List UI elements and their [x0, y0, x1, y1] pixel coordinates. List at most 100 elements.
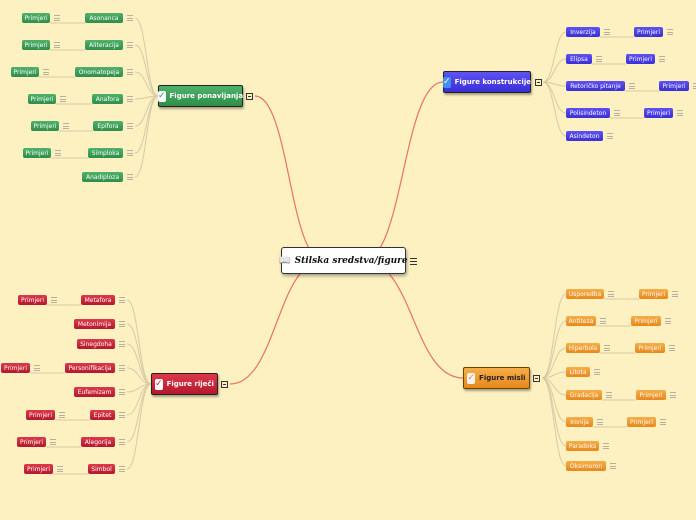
note-icon[interactable] [604, 29, 610, 35]
note-icon[interactable] [659, 56, 665, 62]
note-icon[interactable] [614, 110, 620, 116]
topic-usporedba[interactable]: Usporedba [566, 289, 604, 299]
topic-simploka[interactable]: Simploka [88, 148, 123, 158]
primjeri-node[interactable]: Primjeri [626, 54, 655, 64]
primjeri-node[interactable]: Primjeri [26, 410, 55, 420]
primjeri-node[interactable]: Primjeri [644, 108, 673, 118]
topic-simbol[interactable]: Simbol [88, 464, 115, 474]
topic-metonimija[interactable]: Metonimija [74, 319, 115, 329]
note-icon[interactable] [119, 466, 125, 472]
note-icon[interactable] [603, 443, 609, 449]
note-icon[interactable] [594, 369, 600, 375]
note-icon[interactable] [693, 83, 696, 89]
primjeri-node[interactable]: Primjeri [627, 417, 656, 427]
primjeri-node[interactable]: Primjeri [22, 13, 50, 23]
topic-oksimoron[interactable]: Oksimoron [566, 461, 606, 471]
primjeri-node[interactable]: Primjeri [22, 40, 50, 50]
note-icon[interactable] [665, 318, 671, 324]
note-icon[interactable] [597, 419, 603, 425]
topic-elipsa[interactable]: Elipsa [566, 54, 592, 64]
branch-figure-misli[interactable]: ✓ Figure misli [463, 367, 530, 389]
topic-epifora[interactable]: Epifora [93, 121, 123, 131]
topic-inverzija[interactable]: Inverzija [566, 27, 600, 37]
primjeri-node[interactable]: Primjeri [659, 81, 689, 91]
note-icon[interactable] [604, 345, 610, 351]
branch-figure-rijeci[interactable]: ✓ Figure riječi [151, 373, 218, 395]
primjeri-node[interactable]: Primjeri [23, 148, 51, 158]
topic-ironija[interactable]: Ironija [566, 417, 593, 427]
note-icon[interactable] [660, 419, 666, 425]
note-icon[interactable] [667, 29, 673, 35]
topic-eufemizam[interactable]: Eufemizam [74, 387, 115, 397]
note-icon[interactable] [119, 321, 125, 327]
note-icon[interactable] [672, 291, 678, 297]
note-icon[interactable] [596, 56, 602, 62]
note-icon[interactable] [677, 110, 683, 116]
note-icon[interactable] [127, 15, 133, 21]
note-icon[interactable] [119, 341, 125, 347]
note-icon[interactable] [127, 96, 133, 102]
topic-metafora[interactable]: Metafora [81, 295, 115, 305]
note-icon[interactable] [600, 318, 606, 324]
primjeri-node[interactable]: Primjeri [1, 363, 30, 373]
note-icon[interactable] [54, 15, 60, 21]
topic-asonanca[interactable]: Asonanca [85, 13, 123, 23]
note-icon[interactable] [127, 69, 133, 75]
note-icon[interactable] [119, 439, 125, 445]
note-icon[interactable] [127, 123, 133, 129]
note-icon[interactable] [629, 83, 635, 89]
primjeri-node[interactable]: Primjeri [18, 295, 47, 305]
note-icon[interactable] [127, 174, 133, 180]
topic-anadiploza[interactable]: Anadiploza [82, 172, 123, 182]
topic-onomatopeja[interactable]: Onomatopeja [75, 67, 123, 77]
primjeri-node[interactable]: Primjeri [17, 437, 46, 447]
topic-retoricko-pitanje[interactable]: Retoričko pitanje [566, 81, 625, 91]
note-icon[interactable] [54, 42, 60, 48]
note-icon[interactable] [669, 345, 675, 351]
primjeri-node[interactable]: Primjeri [635, 343, 665, 353]
note-icon[interactable] [63, 123, 69, 129]
note-icon[interactable] [127, 150, 133, 156]
topic-litota[interactable]: Litota [566, 367, 590, 377]
note-icon[interactable] [410, 258, 417, 265]
note-icon[interactable] [533, 375, 540, 382]
note-icon[interactable] [51, 297, 57, 303]
note-icon[interactable] [59, 412, 65, 418]
topic-anafora[interactable]: Anafora [92, 94, 123, 104]
note-icon[interactable] [43, 69, 49, 75]
note-icon[interactable] [119, 389, 125, 395]
topic-paradoks[interactable]: Paradoks [566, 441, 599, 451]
note-icon[interactable] [127, 42, 133, 48]
note-icon[interactable] [535, 79, 542, 86]
topic-hiperbola[interactable]: Hiperbola [566, 343, 600, 353]
note-icon[interactable] [670, 392, 676, 398]
note-icon[interactable] [608, 291, 614, 297]
primjeri-node[interactable]: Primjeri [636, 390, 666, 400]
primjeri-node[interactable]: Primjeri [31, 121, 59, 131]
branch-figure-konstrukcije[interactable]: ✓ Figure konstrukcije [443, 71, 531, 93]
note-icon[interactable] [57, 466, 63, 472]
note-icon[interactable] [60, 96, 66, 102]
primjeri-node[interactable]: Primjeri [639, 289, 668, 299]
topic-asindeton[interactable]: Asindeton [566, 131, 603, 141]
primjeri-node[interactable]: Primjeri [631, 316, 661, 326]
note-icon[interactable] [246, 93, 253, 100]
branch-figure-ponavljanja[interactable]: ✓ Figure ponavljanja [157, 85, 243, 107]
topic-epitet[interactable]: Epitet [90, 410, 115, 420]
topic-alegorija[interactable]: Alegorija [81, 437, 115, 447]
root-topic[interactable]: 📖 Stilska sredstva/figure [279, 247, 408, 274]
topic-aliteracija[interactable]: Aliteracija [85, 40, 123, 50]
note-icon[interactable] [50, 439, 56, 445]
topic-gradacija[interactable]: Gradacija [566, 390, 602, 400]
primjeri-node[interactable]: Primjeri [11, 67, 39, 77]
note-icon[interactable] [34, 365, 40, 371]
topic-personifikacija[interactable]: Personifikacija [65, 363, 115, 373]
note-icon[interactable] [55, 150, 61, 156]
topic-antiteza[interactable]: Antiteza [566, 316, 596, 326]
note-icon[interactable] [606, 392, 612, 398]
primjeri-node[interactable]: Primjeri [28, 94, 56, 104]
primjeri-node[interactable]: Primjeri [24, 464, 53, 474]
topic-sinegdoha[interactable]: Sinegdoha [77, 339, 115, 349]
primjeri-node[interactable]: Primjeri [634, 27, 663, 37]
topic-polisindeton[interactable]: Polisindeton [566, 108, 610, 118]
